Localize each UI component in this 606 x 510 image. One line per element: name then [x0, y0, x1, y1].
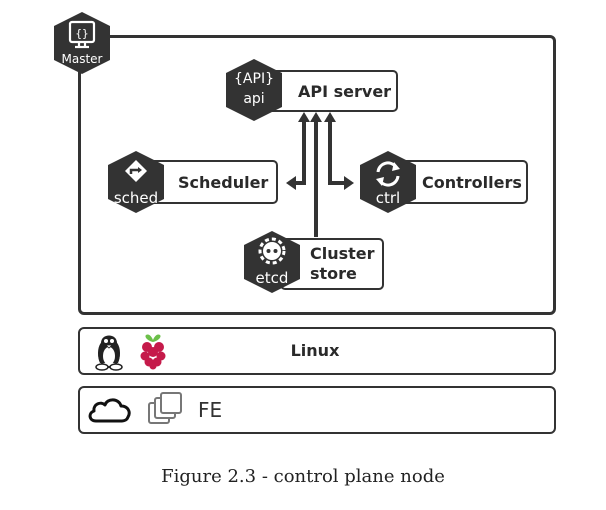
raspberry-pi-icon — [140, 334, 166, 370]
cluster-store-icon-label: etcd — [255, 269, 289, 287]
api-server-box: API server — [266, 70, 398, 112]
api-server-icon-bottom: api — [243, 91, 265, 107]
cloud-icon — [88, 398, 131, 423]
scheduler-label: Scheduler — [178, 172, 269, 192]
controllers-label: Controllers — [422, 172, 522, 192]
cluster-store-label-line1: Cluster — [310, 244, 375, 263]
controllers-icon-label: ctrl — [375, 189, 401, 207]
cluster-store-label-line2: store — [310, 264, 357, 283]
virtualization-icon — [148, 392, 182, 424]
scheduler-icon — [108, 151, 164, 213]
os-layer-label: Linux — [290, 341, 340, 360]
controllers-box: Controllers — [396, 160, 528, 204]
controllers-icon — [360, 151, 416, 213]
figure-caption: Figure 2.3 - control plane node — [161, 466, 445, 487]
connection-arrows — [286, 112, 354, 237]
api-server-icon-top: {API} — [234, 71, 274, 87]
infra-layer-label: FE — [198, 398, 223, 422]
master-badge-label: Master — [61, 52, 103, 66]
scheduler-icon-label: sched — [113, 189, 159, 207]
api-server-icon — [226, 59, 282, 121]
cluster-store-icon — [244, 231, 300, 293]
tux-penguin-icon — [95, 335, 123, 371]
api-server-label: API server — [298, 81, 392, 101]
svg-text:{}: {} — [75, 27, 88, 40]
master-badge-icon: {} — [54, 12, 110, 74]
